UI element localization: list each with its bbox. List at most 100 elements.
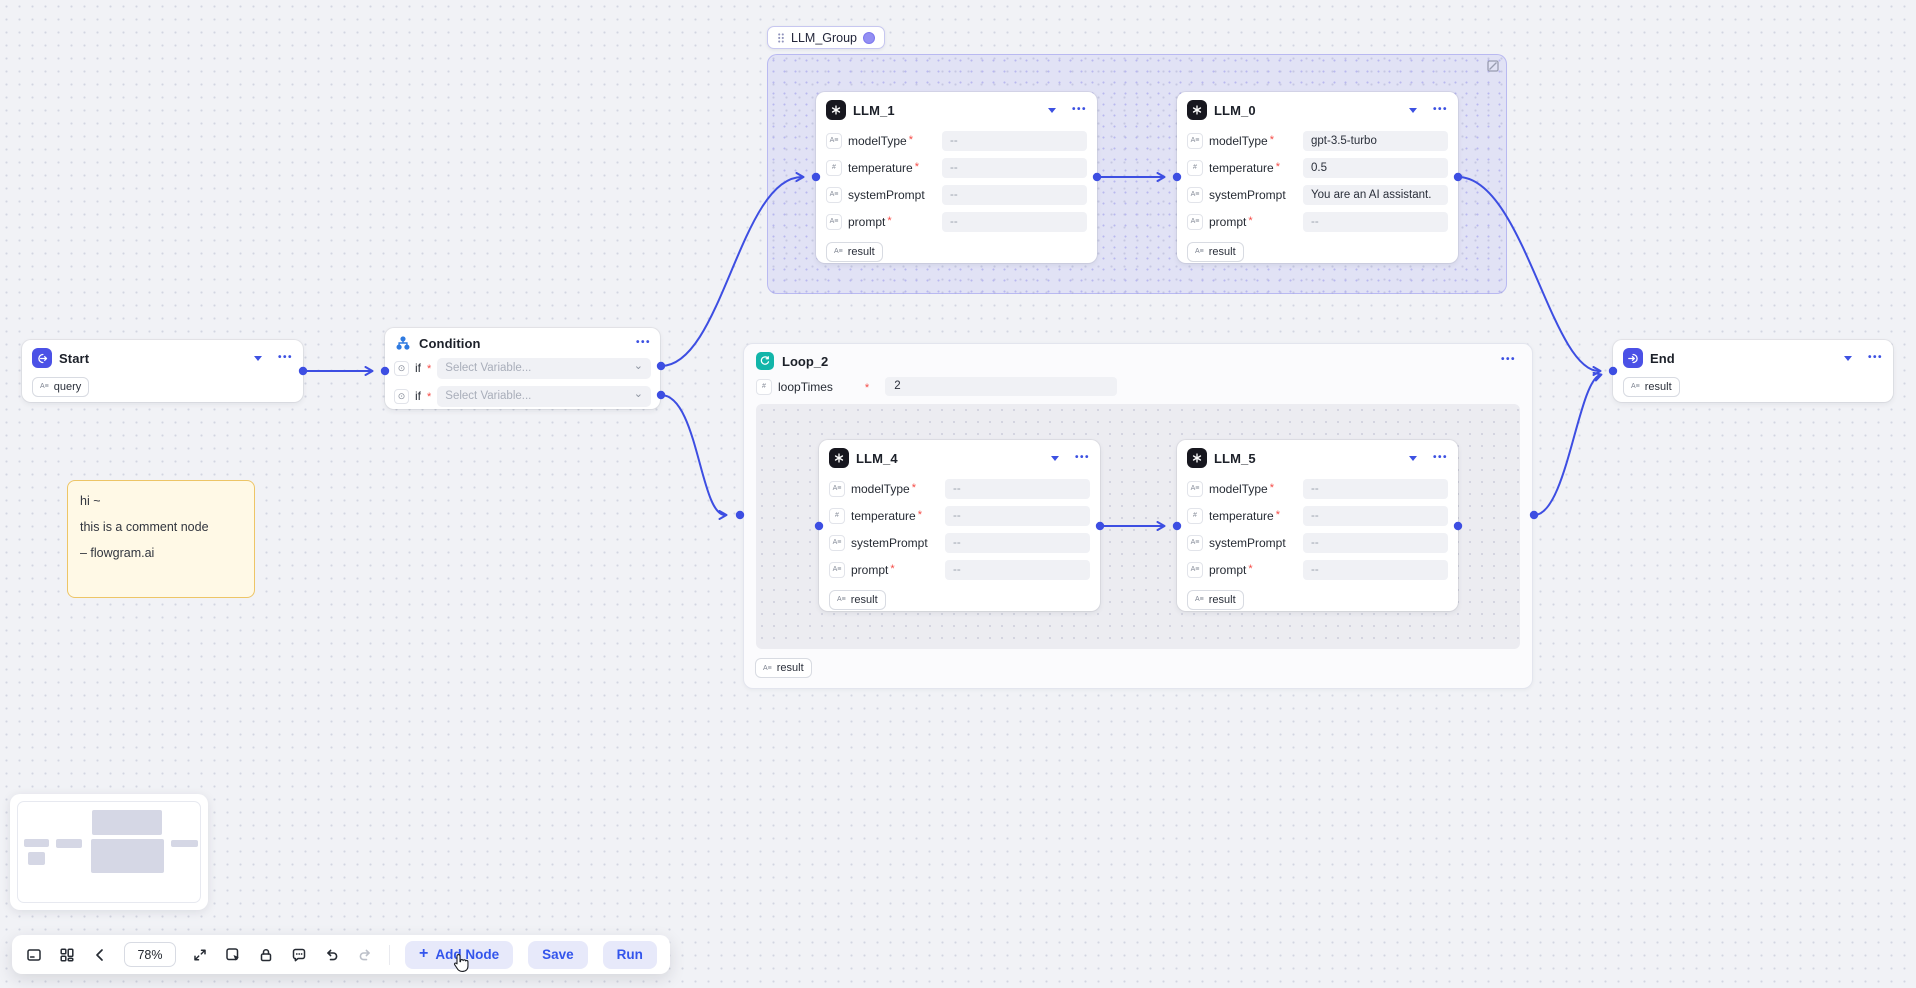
string-type-icon: A≡ xyxy=(40,383,49,390)
field-value[interactable]: -- xyxy=(945,532,1090,553)
minimap[interactable] xyxy=(10,794,208,910)
node-llm-0[interactable]: LLM_0 ••• A≡ modelType * gpt-3.5-turbo #… xyxy=(1177,92,1458,263)
node-menu-icon[interactable]: ••• xyxy=(277,352,293,363)
start-icon xyxy=(32,348,52,368)
node-title: LLM_4 xyxy=(856,450,898,466)
lock-icon[interactable] xyxy=(257,946,275,964)
field-value[interactable]: -- xyxy=(945,559,1090,580)
bottom-toolbar: 78% + Add Node Save Run xyxy=(12,935,670,974)
field-value[interactable]: -- xyxy=(1303,559,1448,580)
minimap-toggle-icon[interactable] xyxy=(25,946,43,964)
field-label: modelType xyxy=(1209,133,1268,148)
llm-group-header[interactable]: LLM_Group xyxy=(767,26,886,49)
node-menu-icon[interactable]: ••• xyxy=(1432,104,1448,115)
field-row-temperature: # temperature * 0.5 xyxy=(1177,157,1458,178)
collapse-caret[interactable] xyxy=(1050,455,1059,461)
node-title: Start xyxy=(59,350,90,366)
node-title: End xyxy=(1650,350,1675,366)
field-row-prompt: A≡ prompt * -- xyxy=(816,211,1097,232)
string-type-icon: A≡ xyxy=(826,186,842,203)
field-value[interactable]: -- xyxy=(1303,478,1448,499)
collapse-caret[interactable] xyxy=(1408,107,1417,113)
collapse-caret[interactable] xyxy=(253,355,262,361)
chevron-down-icon: ⌄ xyxy=(633,387,643,400)
string-type-icon: A≡ xyxy=(1187,480,1203,497)
field-value[interactable]: -- xyxy=(945,478,1090,499)
node-menu-icon[interactable]: ••• xyxy=(1432,452,1448,463)
loop-result-tag: A≡ result xyxy=(755,658,812,678)
field-row-prompt: A≡ prompt * -- xyxy=(819,559,1100,580)
collapse-caret[interactable] xyxy=(1047,107,1056,113)
variable-select-2[interactable]: Select Variable... ⌄ xyxy=(437,385,651,407)
field-value[interactable]: -- xyxy=(1303,211,1448,232)
collapse-chevron-icon[interactable] xyxy=(91,946,109,964)
variable-select-1[interactable]: Select Variable... ⌄ xyxy=(437,357,651,379)
result-tag: A≡ result xyxy=(826,241,883,262)
zoom-level-input[interactable]: 78% xyxy=(124,942,176,967)
undo-icon[interactable] xyxy=(323,946,341,964)
field-value[interactable]: -- xyxy=(1303,532,1448,553)
field-value[interactable]: 0.5 xyxy=(1303,157,1448,178)
node-menu-icon[interactable]: ••• xyxy=(1074,452,1090,463)
node-menu-icon[interactable]: ••• xyxy=(635,337,651,348)
field-value[interactable]: -- xyxy=(942,184,1087,205)
required-star: * xyxy=(914,160,919,173)
field-label: temperature xyxy=(851,508,916,523)
node-header: LLM_5 ••• xyxy=(1177,440,1458,472)
field-value[interactable]: -- xyxy=(942,157,1087,178)
run-button[interactable]: Run xyxy=(602,940,657,969)
drag-handle-icon[interactable] xyxy=(777,32,785,44)
required-star: * xyxy=(890,562,895,575)
node-llm-1[interactable]: LLM_1 ••• A≡ modelType * -- # temperatur… xyxy=(816,92,1097,263)
node-menu-icon[interactable]: ••• xyxy=(1071,104,1087,115)
fit-view-icon[interactable] xyxy=(191,946,209,964)
field-value[interactable]: -- xyxy=(942,211,1087,232)
number-type-icon: # xyxy=(826,159,842,176)
node-menu-icon[interactable]: ••• xyxy=(1867,352,1883,363)
group-color-swatch[interactable] xyxy=(863,31,876,44)
collapse-caret[interactable] xyxy=(1843,355,1852,361)
plus-icon: + xyxy=(419,944,429,962)
node-llm-4[interactable]: LLM_4 ••• A≡ modelType * -- # temperatur… xyxy=(819,440,1100,611)
save-button[interactable]: Save xyxy=(528,940,588,969)
condition-row-1: ⊙ if * Select Variable... ⌄ xyxy=(385,357,660,379)
field-label: prompt xyxy=(848,214,886,229)
condition-row-icon: ⊙ xyxy=(394,388,409,404)
field-value[interactable]: You are an AI assistant. xyxy=(1303,184,1448,205)
comment-node[interactable]: hi ~ this is a comment node – flowgram.a… xyxy=(67,480,255,598)
node-end[interactable]: End ••• A≡ result xyxy=(1613,340,1893,402)
pointer-mode-icon[interactable] xyxy=(224,946,242,964)
required-star: * xyxy=(887,214,892,227)
field-row-modelType: A≡ modelType * -- xyxy=(1177,478,1458,499)
field-value[interactable]: -- xyxy=(1303,505,1448,526)
loop-times-value[interactable]: 2 xyxy=(885,377,1118,396)
required-star: * xyxy=(911,481,916,494)
minimap-node-block xyxy=(24,839,49,847)
node-condition[interactable]: Condition ••• ⊙ if * Select Variable... … xyxy=(385,328,660,409)
string-type-icon: A≡ xyxy=(829,480,845,497)
auto-layout-icon[interactable] xyxy=(58,946,76,964)
field-value[interactable]: gpt-3.5-turbo xyxy=(1303,130,1448,151)
number-type-icon: # xyxy=(756,378,772,395)
minimap-node-block xyxy=(171,840,198,847)
field-value[interactable]: -- xyxy=(942,130,1087,151)
node-menu-icon[interactable]: ••• xyxy=(1500,354,1516,365)
node-title: Condition xyxy=(419,335,481,351)
group-collapse-icon[interactable] xyxy=(1486,59,1500,78)
group-title: LLM_Group xyxy=(791,30,858,45)
collapse-caret[interactable] xyxy=(1408,455,1417,461)
comment-line: – flowgram.ai xyxy=(80,546,155,560)
comment-tool-icon[interactable] xyxy=(290,946,308,964)
field-label: temperature xyxy=(1209,160,1274,175)
llm-icon xyxy=(1187,448,1207,468)
string-type-icon: A≡ xyxy=(1187,213,1203,230)
loop-times-row: # loopTimes * 2 xyxy=(744,377,1532,396)
node-llm-5[interactable]: LLM_5 ••• A≡ modelType * -- # temperatur… xyxy=(1177,440,1458,611)
required-star: * xyxy=(427,363,432,375)
field-row-temperature: # temperature * -- xyxy=(1177,505,1458,526)
redo-icon[interactable] xyxy=(356,946,374,964)
node-title: Loop_2 xyxy=(782,353,829,369)
field-value[interactable]: -- xyxy=(945,505,1090,526)
node-start[interactable]: Start ••• A≡ query xyxy=(22,340,303,402)
add-node-button[interactable]: + Add Node xyxy=(405,940,514,969)
